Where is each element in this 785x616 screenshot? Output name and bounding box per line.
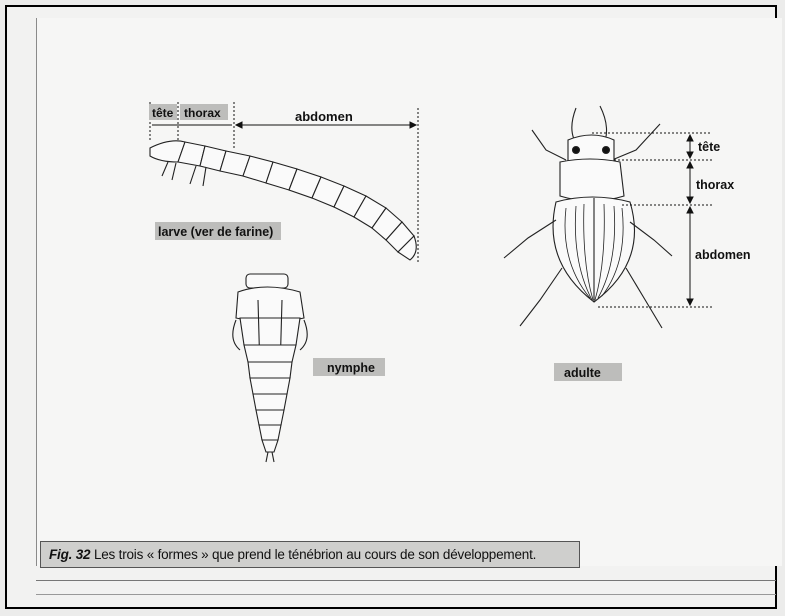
pupa-caption: nymphe (327, 361, 375, 375)
adult-drawing (504, 106, 672, 328)
page-rule-lower (36, 594, 776, 595)
larva-head-label: tête (152, 106, 174, 120)
figure-caption: Fig. 32 Les trois « formes » que prend l… (40, 541, 580, 568)
adult-caption: adulte (564, 366, 601, 380)
larva-caption: larve (ver de farine) (158, 225, 273, 239)
page-rule (36, 580, 776, 581)
pupa-drawing (233, 274, 307, 462)
larva-thorax-label: thorax (184, 106, 221, 120)
larva-abdomen-label: abdomen (295, 109, 353, 124)
figure-number: Fig. 32 (49, 547, 90, 562)
larva-drawing (150, 141, 416, 260)
adult-abdomen-label: abdomen (695, 248, 751, 262)
figure-caption-text: Les trois « formes » que prend le ténébr… (94, 547, 536, 562)
adult-head-label: tête (698, 140, 720, 154)
adult-thorax-label: thorax (696, 178, 734, 192)
